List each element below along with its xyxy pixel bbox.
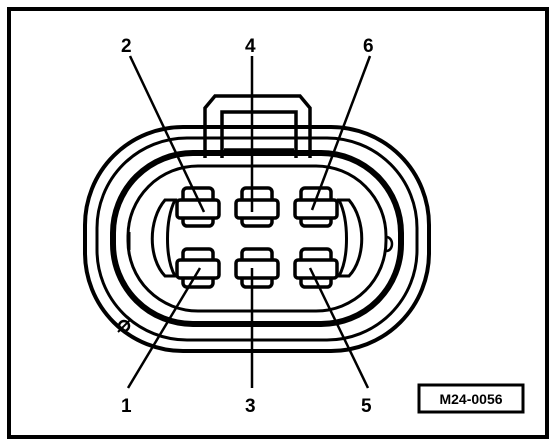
cavity-pin-4: [234, 186, 280, 228]
pin-label-2: 2: [121, 36, 132, 57]
reference-code: M24-0056: [439, 391, 502, 407]
leader-line-6: [310, 55, 372, 211]
pin-label-4: 4: [245, 36, 256, 57]
leader-line-2: [128, 55, 206, 213]
leader-line-1: [126, 267, 202, 389]
pin-label-6: 6: [363, 36, 374, 57]
pin-label-3: 3: [245, 396, 256, 417]
cavity-pin-3: [234, 247, 280, 289]
leader-line-5: [308, 267, 370, 389]
reference-box: M24-0056: [417, 383, 525, 414]
picture-frame: [7, 7, 549, 439]
leader-lines: [126, 55, 372, 389]
cavity-pin-6: [293, 186, 339, 228]
connector-housing: [83, 125, 431, 353]
cavity-pin-1: [175, 247, 221, 289]
cavity-pin-5: [293, 247, 339, 289]
cavity-pin-2: [175, 186, 221, 228]
pin-label-5: 5: [361, 396, 372, 417]
pin-label-1: 1: [121, 396, 132, 417]
terminal-cavities: [175, 186, 339, 289]
